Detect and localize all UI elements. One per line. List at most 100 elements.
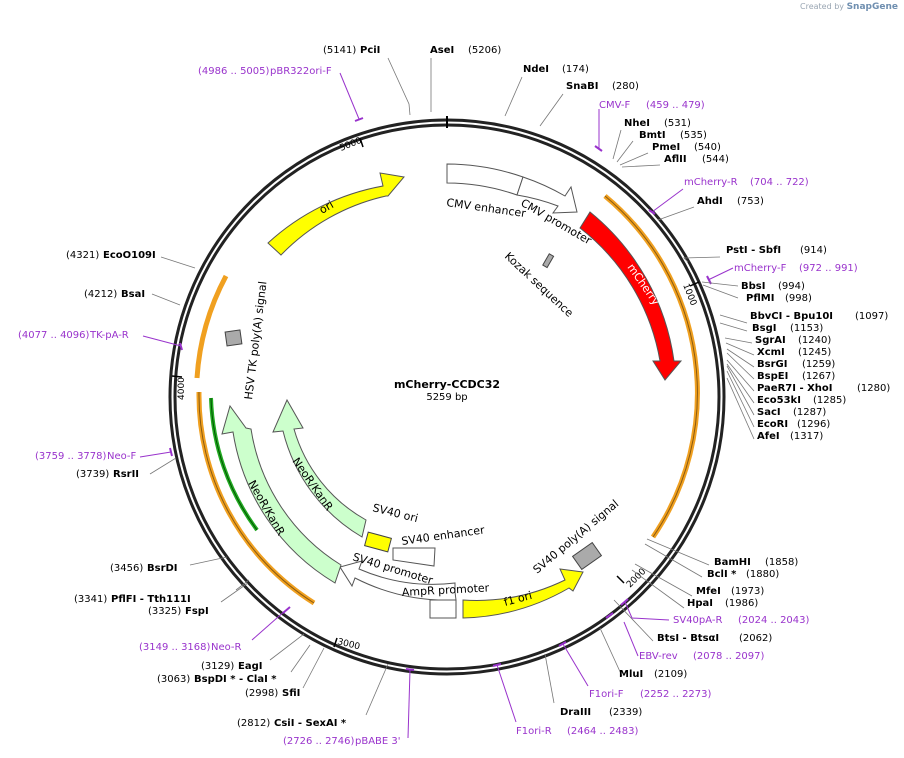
feature-sv40-polya-box	[571, 541, 603, 571]
enzyme-pos: (914)	[800, 245, 827, 256]
enzyme-pos: (1296)	[797, 419, 830, 430]
primer-name: mCherry-R	[684, 177, 738, 188]
tick-marks	[171, 137, 700, 648]
enzyme-name: EcoRI	[757, 419, 788, 430]
enzyme-name: BbvCI - Bpu10I	[750, 311, 833, 322]
enzyme-pos: (3341)	[74, 594, 107, 605]
enzyme-pos: (994)	[778, 281, 805, 292]
primer-range: (3759 .. 3778)	[35, 451, 107, 462]
brand-logo-text: SnapGene	[846, 2, 898, 12]
enzyme-name: FspI	[185, 606, 209, 617]
feature-neor-inner-arrow	[272, 398, 367, 538]
enzyme-name: AseI	[430, 45, 454, 56]
enzyme-pos: (1259)	[802, 359, 835, 370]
enzyme-name: SnaBI	[566, 81, 598, 92]
enzyme-pos: (531)	[664, 118, 691, 129]
enzyme-name: CsiI - SexAI *	[274, 718, 347, 729]
label-ampr-promoter: AmpR promoter	[401, 581, 489, 599]
enzyme-pos: (535)	[680, 130, 707, 141]
plasmid-size: 5259 bp	[426, 392, 468, 403]
enzyme-name: BamHI	[714, 557, 751, 568]
enzyme-name: BsrDI	[147, 563, 178, 574]
enzyme-name: HpaI	[687, 598, 713, 609]
feature-kozak-box	[542, 253, 555, 269]
feature-mcherry-arrow	[579, 211, 683, 381]
enzyme-pos: (2062)	[739, 633, 772, 644]
snapgene-watermark: Created by SnapGene	[800, 2, 898, 12]
label-sv40-enhancer: SV40 enhancer	[401, 523, 486, 548]
primer-name: F1ori-F	[589, 689, 624, 700]
plasmid-name: mCherry-CCDC32	[393, 378, 501, 391]
enzyme-name: NdeI	[523, 64, 549, 75]
enzyme-name: BbsI	[741, 281, 765, 292]
primer-name: CMV-F	[599, 100, 630, 111]
enzyme-name: BsgI	[752, 323, 776, 334]
enzyme-pos: (2109)	[654, 669, 687, 680]
primer-leaders	[139, 72, 734, 739]
primer-name: pBABE 3'	[355, 736, 401, 747]
enzyme-pos: (3456)	[110, 563, 143, 574]
enzyme-pos: (1287)	[793, 407, 826, 418]
enzyme-pos: (3739)	[76, 469, 109, 480]
enzyme-pos: (3325)	[148, 606, 181, 617]
label-sv40-polya: SV40 poly(A) signal	[531, 497, 622, 576]
enzyme-pos: (998)	[785, 293, 812, 304]
enzyme-name: PmeI	[652, 142, 680, 153]
enzyme-name: PstI - SbfI	[726, 245, 781, 256]
label-neor-inner: NeoR/KanR	[290, 455, 336, 513]
enzyme-pos: (3063)	[157, 674, 190, 685]
enzyme-name: BsaI	[121, 289, 145, 300]
enzyme-pos: (2998)	[245, 688, 278, 699]
enzyme-pos: (1245)	[798, 347, 831, 358]
enzyme-pos: (1285)	[813, 395, 846, 406]
label-hsv-tk: HSV TK poly(A) signal	[242, 281, 269, 401]
enzyme-name: Eco53kI	[757, 395, 801, 406]
feature-cmv-enhancer-arrow	[446, 163, 524, 196]
enzyme-pos: (2812)	[237, 718, 270, 729]
enzyme-pos: (1858)	[765, 557, 798, 568]
enzyme-name: RsrII	[113, 469, 139, 480]
enzyme-pos: (1153)	[790, 323, 823, 334]
label-sv40-ori: SV40 ori	[371, 501, 419, 525]
tick-label-5000: 5000	[338, 136, 363, 154]
feature-neor-outer-arrow	[221, 404, 342, 584]
primer-range: (2252 .. 2273)	[640, 689, 712, 700]
primer-name: F1ori-R	[516, 726, 552, 737]
feature-ori-arrow	[267, 172, 405, 256]
enzyme-name: BsrGI	[757, 359, 787, 370]
enzyme-pos: (1317)	[790, 431, 823, 442]
primer-name: Neo-R	[211, 642, 242, 653]
enzyme-name: BmtI	[639, 130, 666, 141]
primer-range: (704 .. 722)	[750, 177, 809, 188]
primer-name: mCherry-F	[734, 263, 787, 274]
enzyme-pos: (2339)	[609, 707, 642, 718]
tick-label-2000: 2000	[625, 567, 648, 590]
enzyme-name: BspEI	[757, 371, 788, 382]
enzyme-name: EcoO109I	[103, 250, 156, 261]
enzyme-pos: (1097)	[855, 311, 888, 322]
feature-ampr-tail	[429, 599, 457, 619]
enzyme-labels: (5141) PciI AseI (5206) NdeI (174) SnaBI…	[66, 45, 890, 729]
feature-ampr-promoter-arrow	[339, 560, 457, 601]
primer-labels: (4986 .. 5005) pBR322ori-F CMV-F (459 ..…	[18, 66, 858, 747]
enzyme-name: PflMI	[746, 293, 774, 304]
enzyme-name: PciI	[360, 45, 380, 56]
enzyme-pos: (1280)	[857, 383, 890, 394]
enzyme-pos: (174)	[562, 64, 589, 75]
label-kozak: Kozak sequence	[502, 250, 576, 320]
enzyme-name: AflII	[664, 154, 687, 165]
feature-cmv-promoter-arrow	[516, 176, 578, 214]
feature-f1ori-arrow	[462, 568, 584, 619]
label-cmv-enhancer: CMV enhancer	[446, 196, 527, 220]
enzyme-pos: (753)	[737, 196, 764, 207]
enzyme-pos: (544)	[702, 154, 729, 165]
primer-range: (459 .. 479)	[646, 100, 705, 111]
enzyme-pos: (1240)	[798, 335, 831, 346]
primer-range: (2726 .. 2746)	[283, 736, 355, 747]
enzyme-leaders	[149, 57, 755, 716]
primer-range: (2024 .. 2043)	[738, 615, 810, 626]
orf-arcs	[194, 194, 700, 606]
primer-range: (3149 .. 3168)	[139, 642, 211, 653]
enzyme-pos: (280)	[612, 81, 639, 92]
primer-name: Neo-F	[107, 451, 137, 462]
